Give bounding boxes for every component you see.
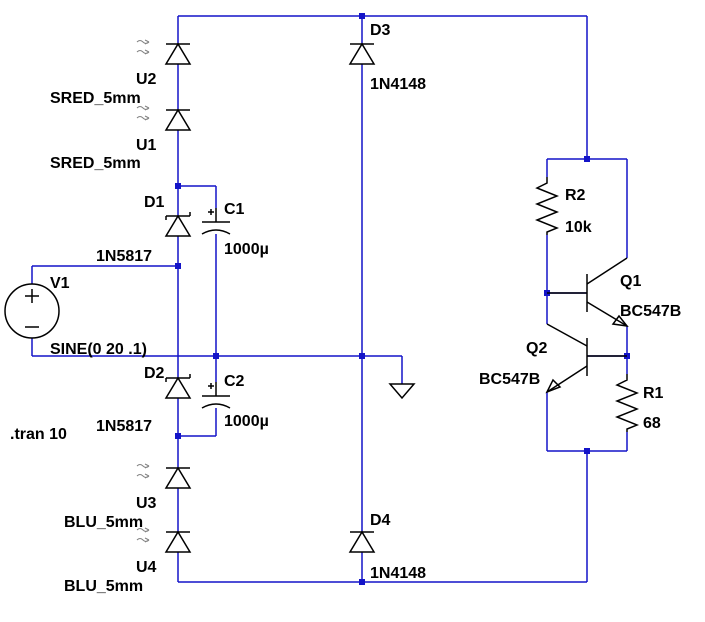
q2-ref-label: Q2 (526, 340, 547, 357)
c1-value-label: 1000µ (224, 241, 269, 258)
d2-model-label: 1N5817 (96, 418, 152, 435)
labels: U2 SRED_5mm U1 SRED_5mm D1 1N5817 C1 100… (10, 22, 681, 595)
r2-value-label: 10k (565, 219, 592, 236)
ground-symbol (388, 383, 416, 400)
u4-model-label: BLU_5mm (64, 578, 143, 595)
d4-model-label: 1N4148 (370, 565, 426, 582)
resistor-r2[interactable] (534, 177, 560, 235)
transistor-q2[interactable] (545, 323, 627, 394)
c1-ref-label: C1 (224, 201, 245, 218)
u4-ref-label: U4 (136, 559, 157, 576)
d3-ref-label: D3 (370, 22, 391, 39)
diode-d2[interactable] (165, 374, 191, 399)
junctions (175, 13, 630, 585)
r1-value-label: 68 (643, 415, 661, 432)
diode-d4[interactable] (349, 531, 375, 553)
q2-model-label: BC547B (479, 371, 540, 388)
c2-ref-label: C2 (224, 373, 245, 390)
q1-ref-label: Q1 (620, 273, 641, 290)
capacitor-c2[interactable] (201, 382, 231, 409)
d4-ref-label: D4 (370, 512, 391, 529)
d1-ref-label: D1 (144, 194, 165, 211)
junction-dot (359, 353, 365, 359)
junction-dot (175, 263, 181, 269)
u3-model-label: BLU_5mm (64, 514, 143, 531)
r2-ref-label: R2 (565, 187, 586, 204)
capacitor-c1[interactable] (201, 208, 231, 235)
v1-ref-label: V1 (50, 275, 70, 292)
d3-model-label: 1N4148 (370, 76, 426, 93)
led-u3[interactable] (136, 463, 191, 489)
r1-ref-label: R1 (643, 385, 664, 402)
led-u4[interactable] (136, 527, 191, 553)
transistor-q1[interactable] (547, 257, 629, 328)
diode-d3[interactable] (349, 43, 375, 65)
voltage-source-v1[interactable] (4, 283, 60, 339)
v1-value-label: SINE(0 20 .1) (50, 341, 147, 358)
d1-model-label: 1N5817 (96, 248, 152, 265)
tran-directive: .tran 10 (10, 426, 67, 443)
d2-ref-label: D2 (144, 365, 165, 382)
junction-dot (359, 579, 365, 585)
c2-value-label: 1000µ (224, 413, 269, 430)
u3-ref-label: U3 (136, 495, 157, 512)
junction-dot (359, 13, 365, 19)
junction-dot (175, 433, 181, 439)
junction-dot (584, 156, 590, 162)
led-u2[interactable] (136, 39, 191, 65)
u2-ref-label: U2 (136, 71, 157, 88)
u1-model-label: SRED_5mm (50, 155, 141, 172)
diode-d1[interactable] (165, 212, 191, 237)
junction-dot (175, 183, 181, 189)
led-u1[interactable] (136, 105, 191, 131)
junction-dot (213, 353, 219, 359)
u2-model-label: SRED_5mm (50, 90, 141, 107)
resistor-r1[interactable] (614, 374, 640, 432)
junction-dot (584, 448, 590, 454)
u1-ref-label: U1 (136, 137, 157, 154)
q1-model-label: BC547B (620, 303, 681, 320)
